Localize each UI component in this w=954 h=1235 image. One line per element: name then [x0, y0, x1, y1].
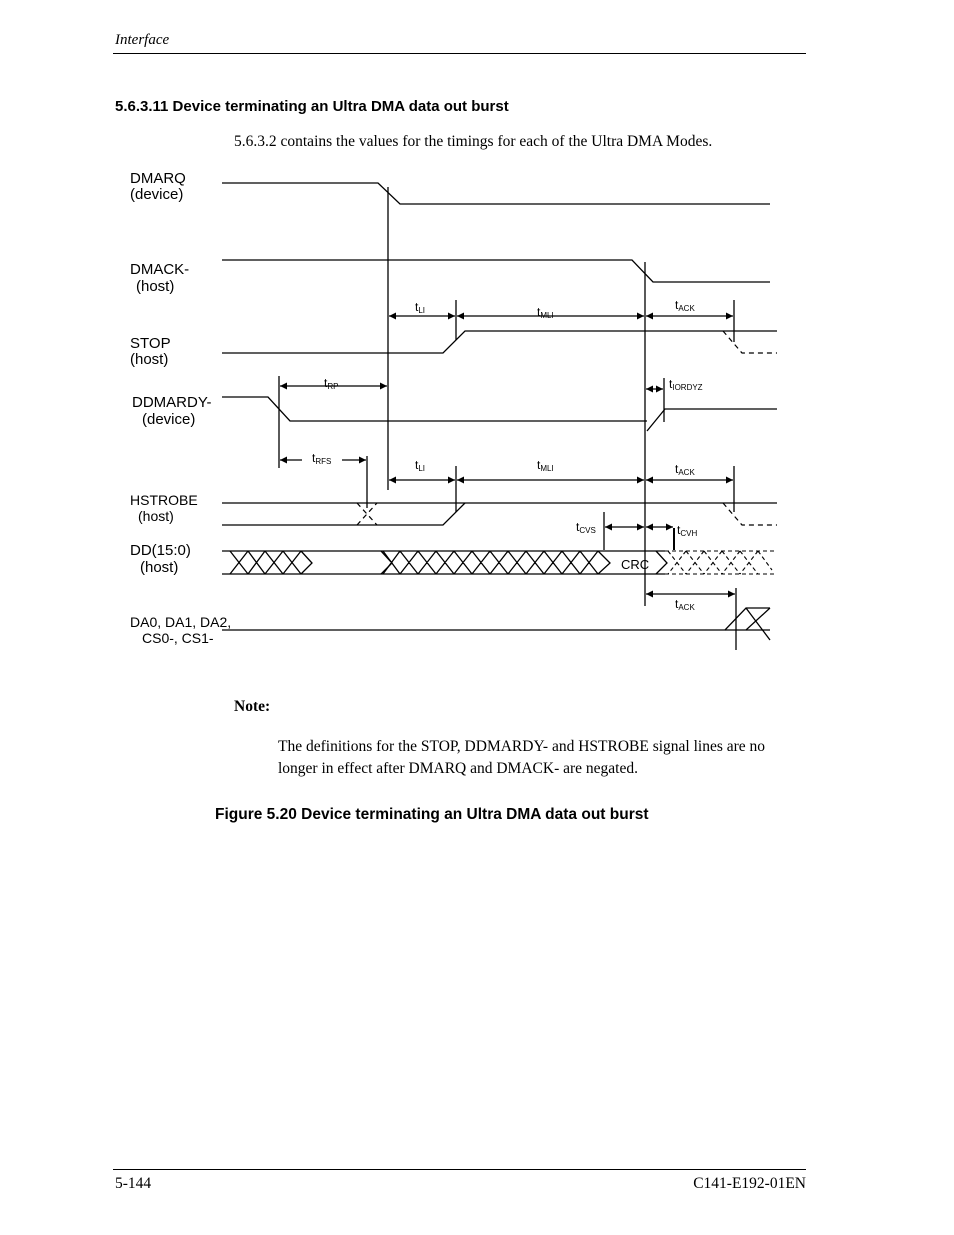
signal-label-ddmardy: DDMARDY- [132, 394, 211, 411]
waveform-da-low [725, 607, 771, 631]
signal-sublabel-ddmardy: (device) [142, 411, 195, 428]
section-heading: 5.6.3.11 Device terminating an Ultra DMA… [115, 98, 509, 115]
signal-sublabel-da: CS0-, CS1- [142, 630, 214, 646]
waveform-dd-bus [222, 550, 668, 575]
running-header: Interface [115, 32, 170, 48]
waveform-dd-released [665, 550, 777, 575]
page-number: 5-144 [115, 1175, 152, 1192]
label-tack-da: tACK [675, 597, 695, 612]
note-label: Note: [234, 698, 271, 715]
figure-caption: Figure 5.20 Device terminating an Ultra … [215, 806, 649, 823]
signal-label-dmack: DMACK- [130, 261, 189, 278]
signal-label-dmarq: DMARQ [130, 170, 186, 187]
waveform-stop [222, 330, 777, 354]
label-tli-hstrobe: tLI [415, 458, 425, 473]
label-tack-hstrobe: tACK [675, 462, 695, 477]
signal-label-hstrobe: HSTROBE [130, 492, 198, 508]
signal-label-dd: DD(15:0) [130, 542, 191, 559]
waveform-ddmardy-low [222, 396, 647, 422]
signal-sublabel-dmarq: (device) [130, 186, 183, 203]
signal-sublabel-stop: (host) [130, 351, 168, 368]
crc-label: CRC [621, 557, 649, 572]
waveform-dmarq [222, 182, 770, 205]
label-tcvs: tCVS [576, 520, 596, 535]
label-tmli-hstrobe: tMLI [537, 458, 554, 473]
signal-sublabel-dd: (host) [140, 559, 178, 576]
signal-sublabel-dmack: (host) [136, 278, 174, 295]
note-body: The definitions for the STOP, DDMARDY- a… [278, 738, 766, 777]
waveform-hstrobe-low [222, 502, 466, 526]
hstrobe-cross-b [356, 502, 378, 526]
timing-diagram: DMARQ (device) DMACK- (host) STOP (host)… [130, 170, 777, 650]
waveform-ddmardy-release [646, 408, 777, 432]
waveform-dmack [222, 259, 770, 283]
label-tcvh: tCVH [677, 523, 697, 538]
footer-rule [113, 1169, 806, 1170]
signal-label-stop: STOP [130, 335, 171, 352]
label-tiordyz: tIORDYZ [669, 377, 703, 392]
waveform-stop-release [722, 330, 777, 354]
signal-sublabel-hstrobe: (host) [138, 508, 174, 524]
label-tack-stop: tACK [675, 298, 695, 313]
label-tli-stop: tLI [415, 300, 425, 315]
document-code: C141-E192-01EN [693, 1175, 806, 1192]
label-trfs: tRFS [312, 451, 331, 466]
signal-label-da: DA0, DA1, DA2, [130, 614, 231, 630]
label-trp: tRP [324, 376, 338, 391]
header-rule [113, 53, 806, 54]
waveform-hstrobe-release [722, 502, 777, 526]
intro-paragraph: 5.6.3.2 contains the values for the timi… [234, 133, 713, 150]
hstrobe-cross-a [356, 502, 378, 526]
waveform-da-cross [745, 607, 771, 641]
label-tmli-stop: tMLI [537, 305, 554, 320]
